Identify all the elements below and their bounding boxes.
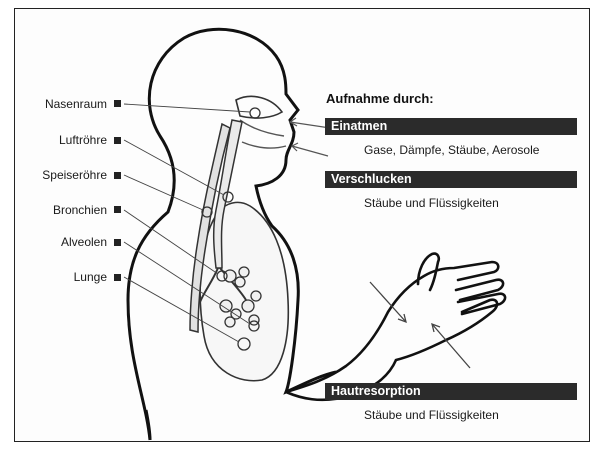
marker-nasenraum xyxy=(250,108,260,118)
label-nasenraum: Nasenraum xyxy=(12,97,107,111)
verschlucken-text: Stäube und Flüssigkeiten xyxy=(364,196,499,210)
einatmen-text: Gase, Dämpfe, Stäube, Aerosole xyxy=(364,143,539,157)
verschlucken-bar: Verschlucken xyxy=(325,171,577,188)
arm-hand xyxy=(286,254,505,392)
einatmen-bar: Einatmen xyxy=(325,118,577,135)
inhale-arrows xyxy=(290,118,330,156)
label-speiseroehre: Speiseröhre xyxy=(12,168,107,182)
skin-arrows xyxy=(370,282,470,368)
label-alveolen: Alveolen xyxy=(12,235,107,249)
hautresorption-bar: Hautresorption xyxy=(325,383,577,400)
label-luftroehre: Luftröhre xyxy=(12,133,107,147)
hautresorption-text: Stäube und Flüssigkeiten xyxy=(364,408,499,422)
label-lunge: Lunge xyxy=(12,270,107,284)
uptake-heading: Aufnahme durch: xyxy=(326,91,434,106)
label-bronchien: Bronchien xyxy=(12,203,107,217)
